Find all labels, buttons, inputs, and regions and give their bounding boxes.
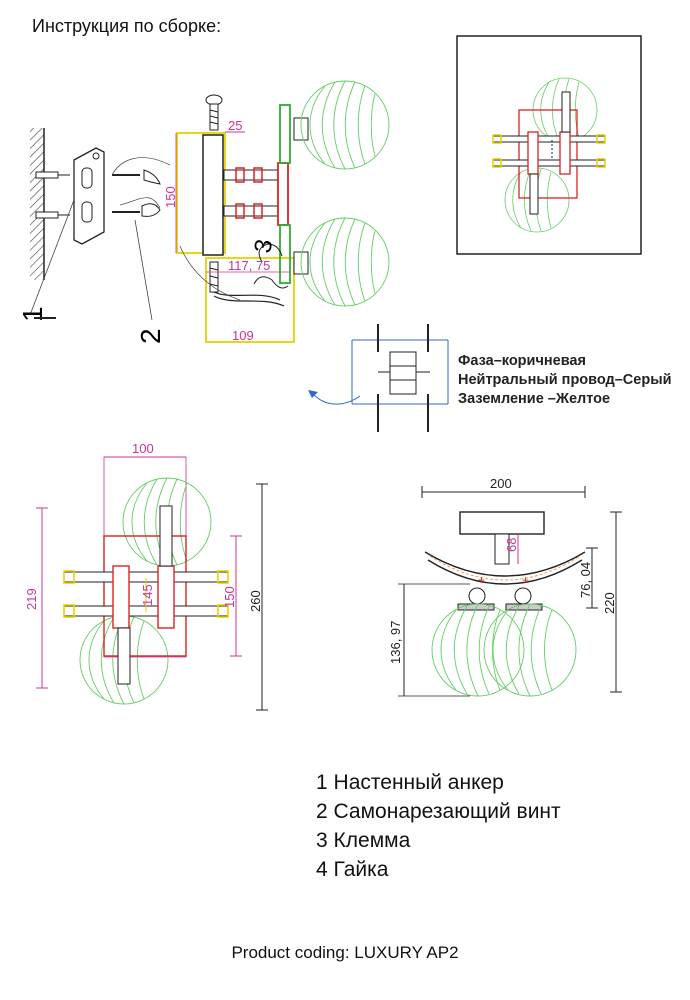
wiring-phase: Фаза–коричневая [458, 353, 586, 369]
dim-bottom-drop: 136, 97 [388, 621, 403, 664]
svg-text:+: + [478, 573, 485, 587]
dim-bottom-total: 220 [602, 592, 617, 614]
parts-legend-item: 3 Клемма [316, 829, 411, 852]
side-view-drawing: 25 150 117, 75 109 1 2 3 [17, 80, 390, 344]
dim-front-width: 100 [132, 441, 154, 456]
dim-side-height: 150 [163, 186, 178, 208]
dim-bottom-stem: 68 [504, 538, 519, 552]
dim-front-left: 219 [24, 588, 39, 610]
dim-side-reach: 117, 75 [228, 258, 270, 273]
self-tapping-screw [112, 169, 161, 217]
parts-legend-item: 4 Гайка [316, 858, 389, 881]
wall-hatch [30, 128, 44, 280]
canopy [202, 134, 224, 256]
parts-legend-item: 2 Самонарезающий винт [316, 800, 561, 823]
dim-front-center: 145 [140, 584, 155, 606]
wiring-ground: Заземление –Желтое [458, 391, 611, 407]
wiring-diagram [308, 324, 449, 432]
wiring-legend: Фаза–коричневая Нейтральный провод–Серый… [458, 352, 672, 409]
wall-anchor [35, 171, 70, 219]
callout-2: 2 [135, 328, 166, 344]
mounting-bracket [73, 147, 105, 245]
dim-side-top: 25 [228, 118, 242, 133]
parts-legend-item: 1 Настенный анкер [316, 771, 504, 794]
wiring-neutral: Нейтральный провод–Серый [458, 372, 672, 388]
bottom-view: 200 + + 68 [388, 476, 622, 697]
dim-front-total: 260 [248, 590, 263, 612]
page-title: Инструкция по сборке: [32, 16, 222, 36]
front-view-inset [456, 35, 642, 255]
product-coding: Product coding: LUXURY AP2 [231, 943, 459, 962]
parts-legend: 1 Настенный анкер 2 Самонарезающий винт … [316, 768, 561, 884]
dim-front-right: 150 [222, 586, 237, 608]
glass-globe [300, 80, 390, 170]
dim-bottom-width: 200 [490, 476, 512, 491]
callout-1: 1 [17, 306, 48, 322]
front-elevation: 100 219 145 150 260 [24, 441, 268, 711]
svg-text:+: + [522, 573, 529, 587]
callout-3: 3 [249, 237, 278, 255]
side-arm [223, 167, 285, 219]
glass-globe [300, 217, 390, 307]
dim-side-bottom: 109 [232, 328, 254, 343]
top-screw [205, 94, 223, 131]
dim-bottom-arc: 76, 04 [578, 562, 593, 598]
